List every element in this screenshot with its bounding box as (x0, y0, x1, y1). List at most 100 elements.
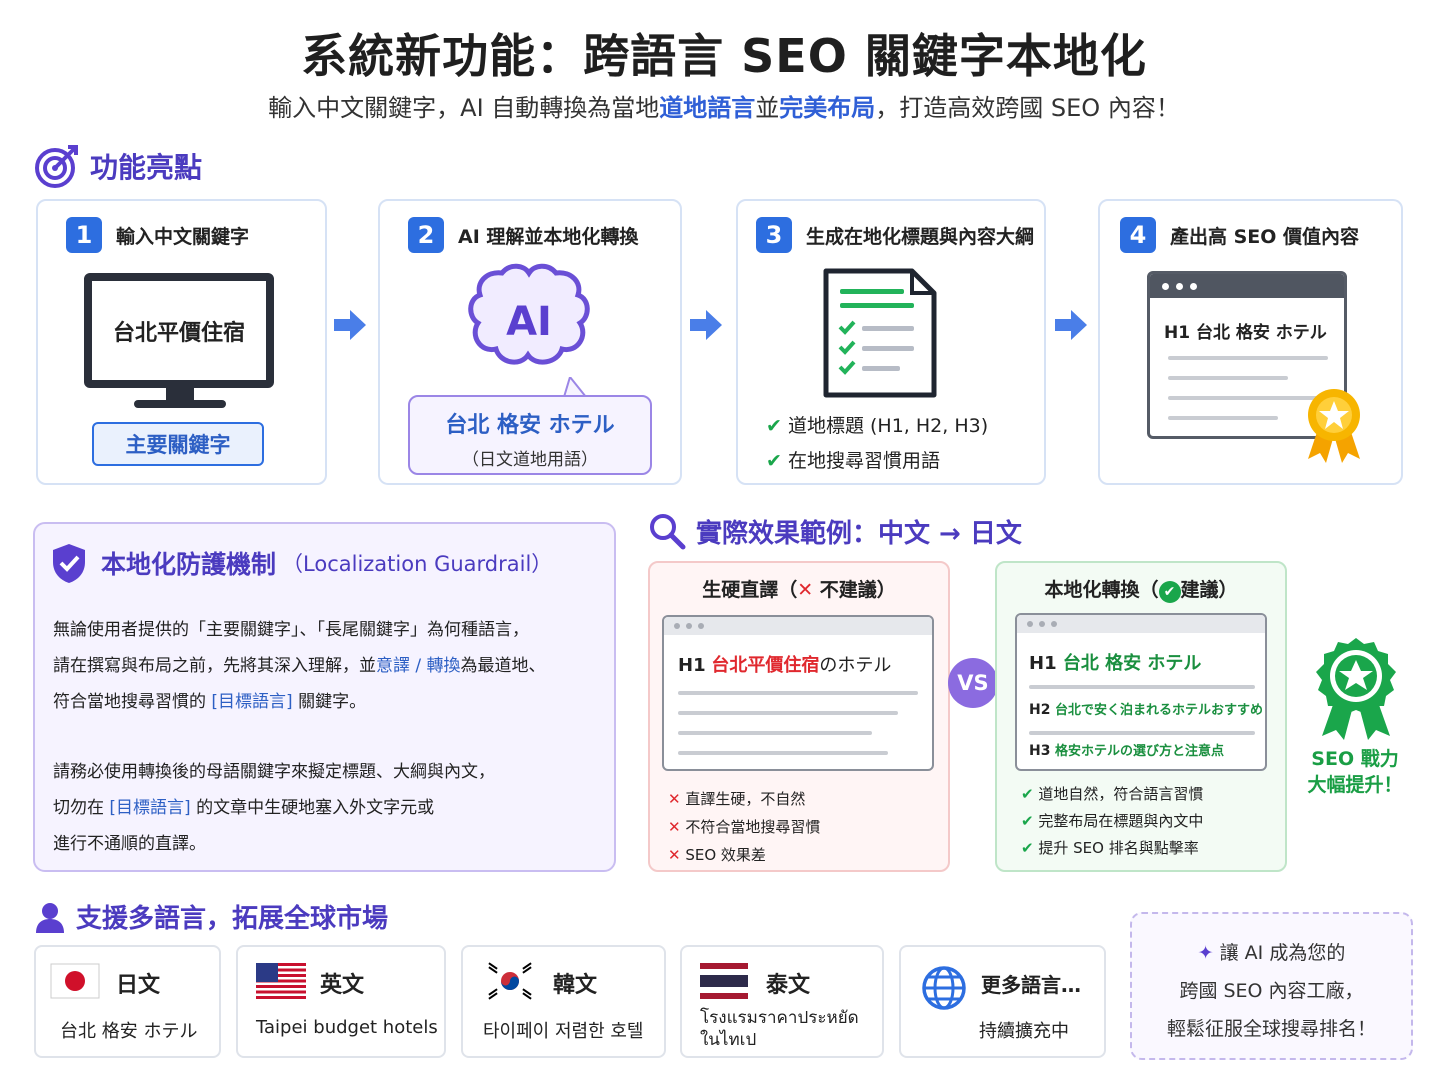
language-card-japanese: 日文 台北 格安 ホテル (34, 945, 221, 1058)
h1-tag: H1 (1029, 653, 1057, 674)
step-head: 1 輸入中文關鍵字 (66, 217, 249, 253)
bubble-main-text: 台北 格安 ホテル (445, 413, 615, 438)
language-sample: 台北 格安 ホテル (60, 1021, 198, 1042)
check-icon: ✔ (1021, 812, 1034, 830)
check-circle-icon: ✔ (1158, 581, 1181, 603)
bad-example-title: 生硬直譯（✕ 不建議） (650, 575, 948, 602)
bad-point-text: SEO 效果差 (685, 846, 766, 864)
globe-icon (922, 966, 966, 1010)
sparkle-icon: ✦ (1197, 942, 1214, 964)
example-heading: 實際效果範例：中文 → 日文 (648, 512, 1022, 550)
good-example-title: 本地化轉換（✔建議） (997, 575, 1285, 603)
subtitle-part: 並 (755, 94, 780, 122)
features-heading-text: 功能亮點 (90, 151, 203, 184)
good-point: ✔ 道地自然，符合語言習慣 (1021, 781, 1203, 808)
subtitle-highlight: 道地語言 (659, 94, 756, 122)
page-title: 系統新功能：跨語言 SEO 關鍵字本地化 (301, 29, 1147, 83)
browser-icon: H1 台北 格安 ホテル (1147, 271, 1347, 439)
features-heading: 功能亮點 (34, 143, 202, 189)
vs-badge: VS (948, 658, 998, 708)
text-part: 不建議） (819, 579, 896, 601)
step-number: 4 (1120, 217, 1156, 253)
browser-bar (1150, 274, 1344, 298)
cross-icon: ✕ (668, 818, 681, 836)
good-points: ✔ 道地自然，符合語言習慣 ✔ 完整布局在標題與內文中 ✔ 提升 SEO 排名與… (1021, 781, 1203, 862)
good-point-text: 完整布局在標題與內文中 (1038, 812, 1204, 830)
cross-icon: ✕ (668, 790, 681, 808)
good-h2-text: 台北で安く泊まれるホテルおすすめ (1055, 703, 1264, 718)
guardrail-line: 切勿在 [目標語言] 的文章中生硬地塞入外文字元或 (53, 790, 546, 826)
language-sample: 타이페이 저렴한 호텔 (483, 1021, 644, 1042)
text-highlight: [目標語言] (109, 798, 191, 818)
step-label: AI 理解並本地化轉換 (458, 225, 639, 248)
step-number: 1 (66, 217, 102, 253)
shield-check-icon (53, 544, 85, 583)
bubble-tail (563, 377, 587, 397)
languages-heading-text: 支援多語言，拓展全球市場 (76, 904, 389, 934)
cross-icon: ✕ (668, 846, 681, 864)
text-part: 建議） (1180, 579, 1238, 601)
good-point: ✔ 完整布局在標題與內文中 (1021, 808, 1203, 835)
flag-usa-icon (256, 963, 306, 999)
monitor-screen-text: 台北平價住宿 (112, 320, 245, 346)
language-name: 泰文 (766, 973, 811, 998)
bad-h1-rest: のホテル (819, 655, 892, 676)
bad-point: ✕ 不符合當地搜尋習慣 (668, 813, 820, 841)
step-card-4: 4 產出高 SEO 價值內容 H1 台北 格安 ホテル (1098, 199, 1403, 485)
arrow-right-icon (334, 310, 366, 340)
cross-icon: ✕ (797, 579, 814, 601)
guardrail-line: 進行不通順的直譯。 (53, 834, 206, 854)
guardrail-header: 本地化防護機制 （Localization Guardrail） (51, 542, 552, 584)
guardrail-line: 符合當地搜尋習慣的 [目標語言] 關鍵字。 (53, 684, 546, 720)
h2-tag: H2 (1029, 702, 1051, 718)
seo-boost-text: SEO 戰力 大幅提升！ (1296, 746, 1414, 798)
bad-h1-red: 台北平價住宿 (711, 655, 820, 676)
check-item: ✔ 道地標題 (H1, H2, H3) (766, 411, 988, 438)
step-number: 3 (756, 217, 792, 253)
guardrail-title-en: （Localization Guardrail） (282, 552, 553, 576)
award-ribbon-icon (1316, 638, 1396, 740)
arrow-right-icon (1055, 310, 1087, 340)
flag-thailand-icon (700, 963, 748, 999)
step-label: 產出高 SEO 價值內容 (1170, 225, 1360, 248)
brain-ai-text: AI (506, 299, 552, 345)
languages-heading: 支援多語言，拓展全球市場 (34, 898, 388, 935)
promo-box: ✦ 讓 AI 成為您的 跨國 SEO 內容工廠， 輕鬆征服全球搜尋排名！ (1130, 912, 1413, 1060)
brain-ai-icon: AI (468, 263, 590, 365)
text-part: 符合當地搜尋習慣的 (53, 692, 212, 712)
step-label: 輸入中文關鍵字 (116, 225, 250, 248)
check-icon: ✔ (1021, 839, 1034, 857)
good-point-text: 道地自然，符合語言習慣 (1038, 785, 1204, 803)
guardrail-panel: 本地化防護機制 （Localization Guardrail） 無論使用者提供… (33, 522, 616, 872)
language-card-english: 英文 Taipei budget hotels (236, 945, 446, 1058)
good-point-text: 提升 SEO 排名與點擊率 (1038, 839, 1199, 857)
bad-points: ✕ 直譯生硬，不自然 ✕ 不符合當地搜尋習慣 ✕ SEO 效果差 (668, 785, 820, 869)
h3-tag: H3 (1029, 743, 1051, 759)
text-highlight: [目標語言] (211, 692, 293, 712)
language-card-korean: 韓文 타이페이 저렴한 호텔 (461, 945, 666, 1058)
text-part: 的文章中生硬地塞入外文字元或 (190, 798, 435, 818)
subtitle-highlight: 完美布局 (779, 94, 876, 122)
check-icon: ✔ (766, 450, 782, 472)
step-label: 生成在地化標題與內容大綱 (806, 225, 1035, 248)
language-sample: Taipei budget hotels (256, 1017, 438, 1038)
search-icon (650, 514, 686, 550)
arrow-right-icon (690, 310, 722, 340)
seo-boost-line: 大幅提升！ (1307, 774, 1403, 796)
check-item: ✔ 在地搜尋習慣用語 (766, 446, 940, 473)
subtitle-part: ，打造高效跨國 SEO 內容！ (875, 94, 1180, 122)
h1-tag: H1 (678, 655, 706, 676)
language-sample: 持續擴充中 (979, 1021, 1069, 1042)
bad-point-text: 直譯生硬，不自然 (685, 790, 806, 808)
check-item-text: 道地標題 (H1, H2, H3) (787, 415, 989, 437)
check-item-text: 在地搜尋習慣用語 (787, 450, 940, 472)
language-card-more: 更多語言… 持續擴充中 (899, 945, 1106, 1058)
guardrail-title: 本地化防護機制 (101, 550, 277, 579)
browser-icon: H1 台北平價住宿のホテル (662, 615, 934, 771)
target-icon (35, 145, 78, 188)
language-name: 英文 (320, 973, 365, 998)
text-part: 生硬直譯（ (702, 579, 798, 601)
guardrail-line: 無論使用者提供的「主要關鍵字」、「長尾關鍵字」為何種語言， (53, 620, 529, 640)
example-heading-text: 實際效果範例：中文 → 日文 (696, 518, 1022, 549)
